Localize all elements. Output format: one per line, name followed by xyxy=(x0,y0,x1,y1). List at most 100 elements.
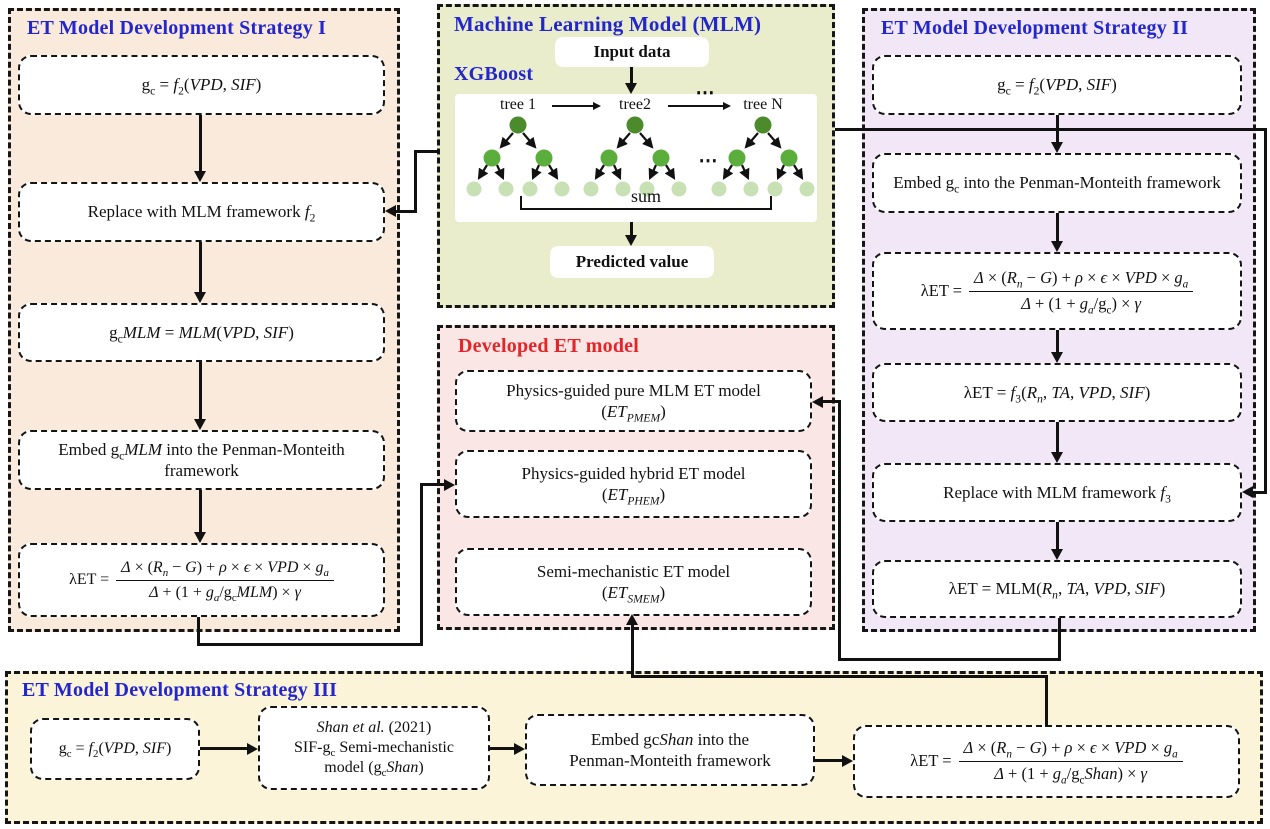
tree-label-arrow-2-head xyxy=(723,102,731,110)
tree-leaf-node xyxy=(711,181,727,197)
tree-2-svg xyxy=(583,116,687,197)
connector-mlm-to-s2-seg3 xyxy=(1253,491,1267,494)
connector-mlm-to-s2-head xyxy=(1242,486,1253,498)
s1-box-embed-gcmlm: Embed gcMLM into the Penman-Monteith fra… xyxy=(18,430,385,490)
strategy-3-title: ET Model Development Strategy III xyxy=(22,679,338,701)
sum-bracket-line xyxy=(520,208,772,210)
connector-s3-to-smem-seg1 xyxy=(1045,676,1048,727)
s1-arrow-2-head xyxy=(194,292,206,303)
s3-arrow-2-head xyxy=(514,743,525,755)
s1-box-replace-mlm-f2-text: Replace with MLM framework f2 xyxy=(87,202,316,225)
s2-formula-denominator: Δ + (1 + ga/gc) × γ xyxy=(1021,293,1142,316)
s2-arrow-5-head xyxy=(1051,549,1063,560)
s2-arrow-2-head xyxy=(1051,241,1063,252)
s3-formula-fraction: Δ × (Rn − G) + ρ × ϵ × VPD × ga Δ + (1 +… xyxy=(958,738,1183,787)
s3-box-embed-gcshan: Embed gcShan into the Penman-Monteith fr… xyxy=(525,714,815,786)
connector-s1-to-phem-seg3 xyxy=(420,486,423,646)
s1-box-gcmlm-text: gcMLM = MLM(VPD, SIF) xyxy=(109,322,294,346)
box-et-phem: Physics-guided hybrid ET model (ETPHEM) xyxy=(455,450,812,518)
et-smem-line1: Semi-mechanistic ET model xyxy=(536,561,731,581)
tree-leaf-node xyxy=(466,181,482,197)
strategy-2-title: ET Model Development Strategy II xyxy=(881,17,1189,39)
tree-mid-node xyxy=(780,149,798,167)
s2-arrow-5-line xyxy=(1056,522,1059,550)
connector-s1-to-phem-seg2 xyxy=(197,643,423,646)
s1-arrow-2-line xyxy=(199,242,202,293)
s1-formula-fraction: Δ × (Rn − G) + ρ × ϵ × VPD × ga Δ + (1 +… xyxy=(116,558,334,603)
connector-s1-to-phem-seg4 xyxy=(420,483,445,486)
tree-label-arrow-2-line xyxy=(668,105,723,107)
connector-s1-to-phem-seg1 xyxy=(197,617,200,646)
connector-s2-to-pmem-seg3 xyxy=(838,401,841,661)
tree-n-label: tree N xyxy=(743,96,783,113)
s3-formula-denominator: Δ + (1 + ga/gcShan) × γ xyxy=(994,764,1148,787)
s3-shan-line1: Shan et al. (2021) xyxy=(316,719,432,736)
et-pmem-line1: Physics-guided pure MLM ET model xyxy=(506,380,761,400)
tree-leaf-node xyxy=(498,181,514,197)
s2-box-gc-f2: gc = f2(VPD, SIF) xyxy=(872,55,1242,115)
s2-formula-lhs: λET = xyxy=(920,280,963,300)
tree-mid-node xyxy=(535,149,553,167)
connector-mlm-to-s1-seg2 xyxy=(414,150,417,213)
mlm-input-label: Input data xyxy=(593,42,671,61)
s1-formula-numerator: Δ × (Rn − G) + ρ × ϵ × VPD × ga xyxy=(116,558,334,581)
s3-shan-line2: SIF-gc Semi-mechanistic xyxy=(294,739,454,760)
connector-mlm-to-s1-seg3 xyxy=(396,210,417,213)
s3-embed-line2: Penman-Monteith framework xyxy=(569,751,771,770)
s2-box-replace-mlm-f3: Replace with MLM framework f3 xyxy=(872,463,1242,522)
connector-s2-to-pmem-seg4 xyxy=(822,400,841,403)
connector-mlm-to-s2-seg1 xyxy=(835,128,1267,131)
s2-arrow-2-line xyxy=(1056,213,1059,242)
s1-box-gc-f2-text: gc = f2(VPD, SIF) xyxy=(141,75,262,98)
s2-box-lambda-f3: λET = f3(Rn, TA, VPD, SIF) xyxy=(872,363,1242,422)
tree-leaf-node xyxy=(767,181,783,197)
mlm-input-arrow-head xyxy=(625,83,637,94)
connector-mlm-to-s2-seg2 xyxy=(1264,128,1267,494)
tree-root-node xyxy=(754,116,772,134)
s2-arrow-1-head xyxy=(1051,142,1063,153)
s3-arrow-2-line xyxy=(490,747,515,750)
connector-mlm-to-s1-seg1 xyxy=(414,150,440,153)
tree-label-arrow-1-line xyxy=(552,105,593,107)
s3-box-shan-model: Shan et al. (2021) SIF-gc Semi-mechanist… xyxy=(258,706,490,790)
s1-formula-denominator: Δ + (1 + ga/gcMLM) × γ xyxy=(149,583,301,604)
s1-box-gcmlm: gcMLM = MLM(VPD, SIF) xyxy=(18,303,385,362)
box-et-pmem: Physics-guided pure MLM ET model (ETPMEM… xyxy=(455,370,812,432)
tree-leaf-node xyxy=(639,181,655,197)
mlm-input-arrow-line xyxy=(630,67,633,85)
mlm-output-arrow-line xyxy=(630,222,633,237)
sum-bracket-tick-left xyxy=(520,196,522,208)
s2-box-lambda-f3-text: λET = f3(Rn, TA, VPD, SIF) xyxy=(963,382,1151,406)
s2-box-lambda-et-pm: λET = Δ × (Rn − G) + ρ × ϵ × VPD × ga Δ … xyxy=(872,252,1242,330)
s2-arrow-3-head xyxy=(1051,352,1063,363)
mlm-output-arrow-head xyxy=(625,235,637,246)
et-phem-line1: Physics-guided hybrid ET model xyxy=(521,463,746,483)
mlm-output-box: Predicted value xyxy=(550,246,714,278)
et-pmem-line2: (ETPMEM) xyxy=(601,402,666,425)
sum-label: sum xyxy=(630,186,661,206)
connector-s3-to-smem-seg2 xyxy=(631,675,1048,678)
tree-n-svg xyxy=(711,116,815,197)
mlm-output-label: Predicted value xyxy=(575,252,689,271)
tree-1-svg xyxy=(466,116,570,197)
tree-root-node xyxy=(509,116,527,134)
tree-2-label: tree2 xyxy=(619,96,651,113)
s3-formula-lhs: λET = xyxy=(910,751,952,771)
s2-arrow-4-line xyxy=(1056,422,1059,453)
tree-mid-node xyxy=(728,149,746,167)
s3-box-lambda-et: λET = Δ × (Rn − G) + ρ × ϵ × VPD × ga Δ … xyxy=(853,725,1240,798)
et-smem-line2: (ETSMEM) xyxy=(601,583,666,606)
tree-leaf-node xyxy=(615,181,631,197)
s2-box-gc-f2-text: gc = f2(VPD, SIF) xyxy=(997,75,1117,98)
s2-box-lambda-mlm: λET = MLM(Rn, TA, VPD, SIF) xyxy=(872,560,1242,618)
tree-leaf-node xyxy=(554,181,570,197)
s2-box-lambda-mlm-text: λET = MLM(Rn, TA, VPD, SIF) xyxy=(948,579,1166,602)
developed-title: Developed ET model xyxy=(458,335,640,357)
s1-arrow-4-head xyxy=(194,532,206,543)
s1-arrow-4-line xyxy=(199,490,202,533)
tree-mid-node xyxy=(483,149,501,167)
strategy-1-title: ET Model Development Strategy I xyxy=(27,17,327,39)
s1-box-replace-mlm-f2: Replace with MLM framework f2 xyxy=(18,182,385,242)
tree-leaf-node xyxy=(671,181,687,197)
